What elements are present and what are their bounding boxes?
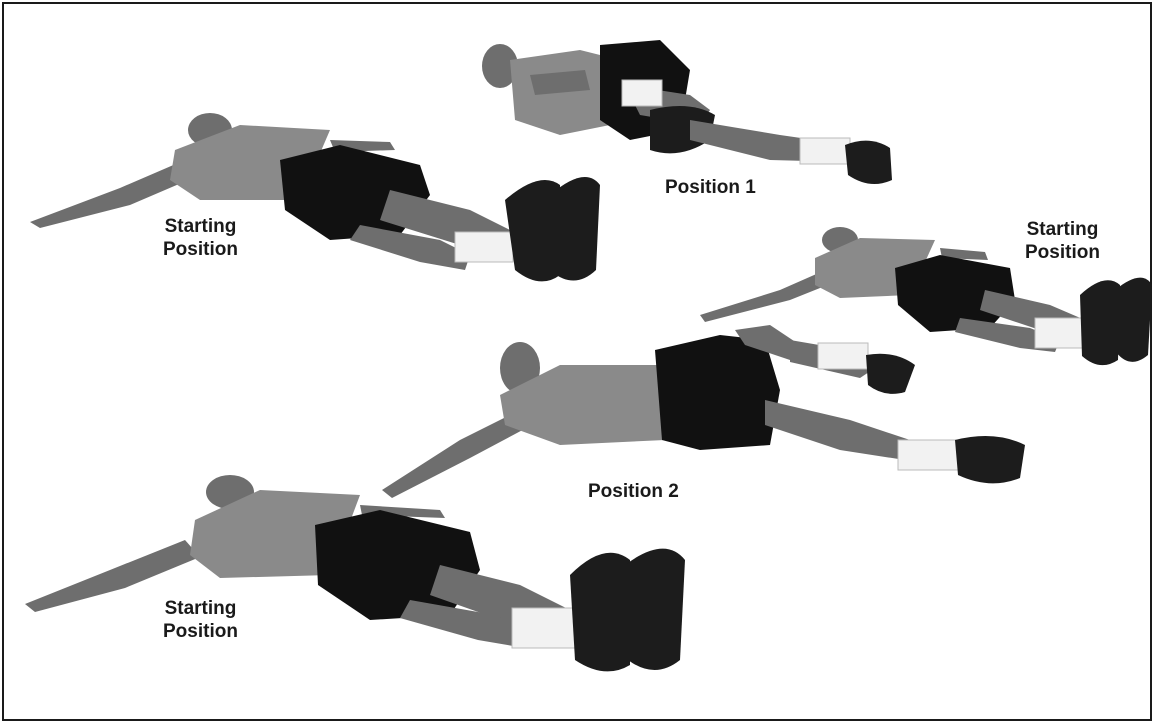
label-position-1: Position 1 <box>665 176 756 199</box>
label-line-2: Position <box>163 238 238 261</box>
label-line-1: Starting <box>163 215 238 238</box>
figure-starting-position-bottom-left <box>25 475 685 671</box>
label-starting-position-top-left: Starting Position <box>163 215 238 261</box>
label-starting-position-bottom-left: Starting Position <box>163 597 238 643</box>
figure-starting-position-top-left <box>30 113 600 281</box>
figure-position-1 <box>482 40 892 184</box>
label-line-2: Position <box>1025 241 1100 264</box>
label-text: Position 1 <box>665 176 756 199</box>
label-line-1: Starting <box>163 597 238 620</box>
figure-position-2 <box>382 325 1025 498</box>
label-line-1: Starting <box>1025 218 1100 241</box>
label-text: Position 2 <box>588 480 679 503</box>
label-line-2: Position <box>163 620 238 643</box>
label-position-2: Position 2 <box>588 480 679 503</box>
label-starting-position-right: Starting Position <box>1025 218 1100 264</box>
